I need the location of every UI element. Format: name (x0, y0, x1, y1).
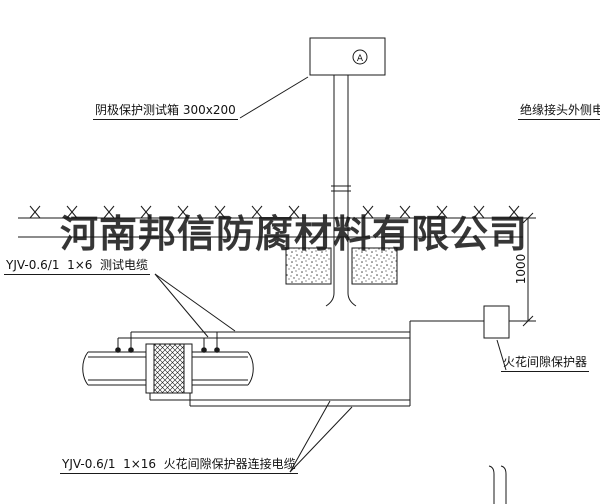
leader-lines (154, 76, 507, 473)
leader-spark-cable-2 (289, 406, 353, 473)
leader-spark-cable-1 (289, 400, 331, 473)
dimension-1000 (509, 212, 536, 327)
concrete-foundations (285, 247, 398, 285)
test-cables (117, 331, 410, 348)
concrete-foundation-right (351, 247, 398, 285)
label-spark-gap-protector: 火花间隙保护器 (501, 355, 590, 372)
leader-test-cable-1 (154, 273, 236, 332)
pipeline (82, 351, 254, 386)
concrete-foundation-left (285, 247, 332, 285)
leader-test-cable-2 (154, 273, 209, 338)
ammeter-symbol: A (357, 54, 364, 64)
label-test-cable: YJV-0.6/1 1×6 测试电缆 (4, 258, 151, 275)
conduit-pole (325, 75, 357, 307)
pipe-riser-symbol (488, 465, 507, 504)
ammeter-circle-icon (352, 49, 368, 65)
ground-line (18, 205, 523, 219)
spark-gap-protector (483, 305, 510, 339)
cable-terminals (115, 347, 220, 353)
label-test-box: 阴极保护测试箱 300x200 (93, 103, 238, 120)
spark-gap-cables (149, 320, 484, 407)
insulating-flange (145, 343, 193, 394)
label-outer-cable: 绝缘接头外侧电缆 (518, 103, 600, 120)
test-box (309, 37, 386, 76)
watermark: 河南邦信防腐材料有限公司 (60, 212, 529, 256)
leader-test-box (239, 76, 309, 119)
leader-spark-protector (496, 339, 507, 371)
label-spark-gap-cable: YJV-0.6/1 1×16 火花间隙保护器连接电缆 (60, 457, 298, 474)
